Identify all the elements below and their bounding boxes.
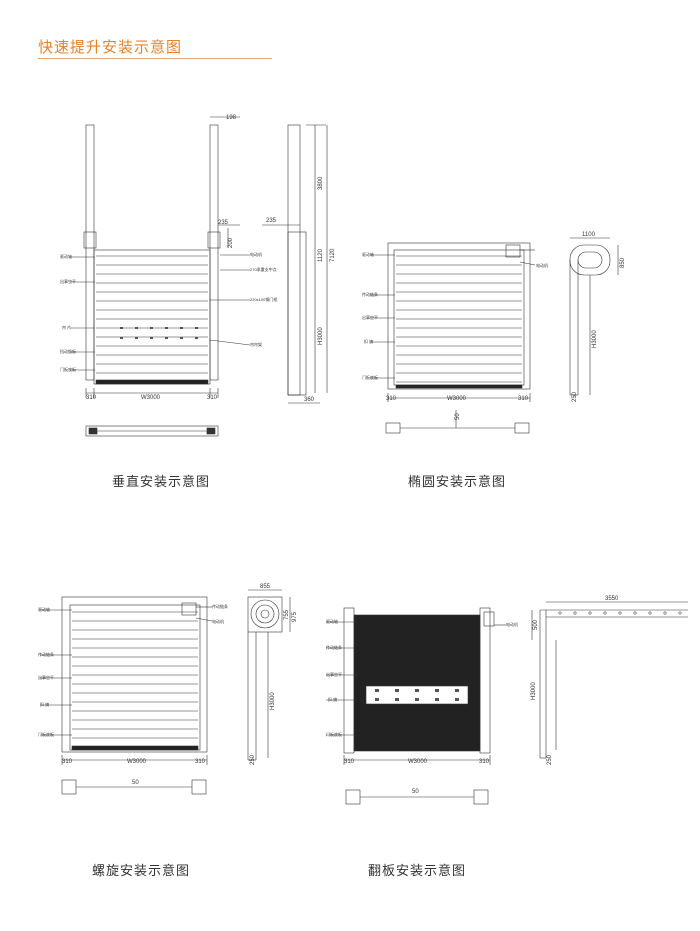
dim-label: 975 <box>292 611 298 622</box>
callout-label: 电动机 <box>250 251 262 257</box>
callout-label: 扣 旗 <box>364 338 373 344</box>
dim-label: 250 <box>547 754 553 765</box>
callout-label: 出事空平 <box>326 671 342 677</box>
dim-label: 50 <box>455 413 461 420</box>
dim-label: 198 <box>226 115 237 121</box>
callout-label: 出事空平 <box>362 314 378 320</box>
callout-label: 门板底板 <box>60 366 76 372</box>
oval-front-view <box>370 242 536 402</box>
dim-label: W3000 <box>127 759 147 765</box>
callout-label: 电动机 <box>506 621 518 627</box>
dim-label: 1120 <box>318 248 324 262</box>
callout-label: 驱动轴 <box>60 253 72 259</box>
callout-label: 门板底板 <box>326 731 342 737</box>
callout-label: 驱动轴 <box>326 618 338 624</box>
dim-label: 850 <box>620 257 626 268</box>
flip-side-view <box>531 601 688 759</box>
caption-vertical: 垂直安装示意图 <box>112 475 211 490</box>
callout-label: 电动机 <box>536 262 548 268</box>
callout-label: 帘 片 <box>62 324 71 330</box>
dim-label: 3800 <box>318 176 324 190</box>
dim-label: 3550 <box>605 596 619 602</box>
dim-label: H3000 <box>318 327 324 345</box>
dim-label: 310 <box>518 396 529 402</box>
dim-label: 310 <box>386 396 397 402</box>
dim-label: 310 <box>62 759 73 765</box>
callout-label: 出事空平 <box>38 674 54 680</box>
dim-label: H3000 <box>270 692 276 710</box>
callout-label: 门板底板 <box>38 731 54 737</box>
dim-label: W3000 <box>447 396 467 402</box>
dim-label: 360 <box>304 397 315 403</box>
callout-label: 270承重支中点 <box>250 266 277 272</box>
dim-label: 200 <box>228 237 234 248</box>
header-divider <box>38 58 272 59</box>
oval-side-view <box>569 237 619 396</box>
dim-label: 50 <box>132 780 139 786</box>
callout-label: 220x100钢门框 <box>250 296 277 302</box>
callout-label: 挡动锻板 <box>60 348 76 354</box>
dim-label: 310 <box>86 395 97 401</box>
callout-label: 传动链条 <box>326 644 342 650</box>
callout-label: 驱动轴 <box>38 606 50 612</box>
dim-label: H3000 <box>592 330 598 348</box>
dim-label: 50 <box>412 789 419 795</box>
dim-label: 250 <box>250 754 256 765</box>
callout-label: 电动机 <box>212 618 224 624</box>
caption-oval: 椭圆安装示意图 <box>408 475 507 490</box>
spiral-plan-view <box>61 779 207 795</box>
dim-label: W3000 <box>141 395 161 401</box>
dim-label: H3000 <box>531 682 537 700</box>
dim-label: 1100 <box>582 232 596 238</box>
callout-label: 扣 旗 <box>40 701 49 707</box>
oval-plan-view <box>385 410 530 434</box>
dim-label: 235 <box>218 220 229 226</box>
callout-label: 门板底板 <box>362 374 378 380</box>
vertical-plan-view <box>85 425 219 437</box>
dim-label: 855 <box>260 584 271 590</box>
caption-spiral: 螺旋安装示意图 <box>92 864 191 879</box>
page-header: 快速提升安装示意图 <box>38 36 182 57</box>
callout-label: 出事空平 <box>60 278 76 284</box>
callout-label: 传动链条 <box>362 291 378 297</box>
flip-front-view <box>326 607 506 765</box>
spiral-front-view <box>40 596 213 765</box>
dim-label: 500 <box>533 619 539 630</box>
dim-label: 7120 <box>330 248 336 262</box>
dim-label: 235 <box>266 218 277 224</box>
callout-label: 扣 旗 <box>328 696 337 702</box>
dim-label: 310 <box>207 395 218 401</box>
spiral-side-view <box>247 589 291 761</box>
caption-flip: 翻板安装示意图 <box>368 864 467 879</box>
vertical-front-view <box>70 116 251 398</box>
callout-label: 传动链条 <box>38 651 54 657</box>
dim-label: 310 <box>195 759 206 765</box>
callout-label: 驱动轴 <box>362 251 374 257</box>
vertical-side-view <box>262 124 328 404</box>
flip-plan-view <box>345 789 489 805</box>
dim-label: 250 <box>572 391 578 402</box>
dim-label: 755 <box>284 609 290 620</box>
dim-label: W3000 <box>408 759 428 765</box>
dim-label: 310 <box>479 759 490 765</box>
dim-label: 310 <box>344 759 355 765</box>
page-title: 快速提升安装示意图 <box>38 38 183 56</box>
callout-label: 帘帘架 <box>250 341 262 347</box>
callout-label: 传动链条 <box>212 603 228 609</box>
